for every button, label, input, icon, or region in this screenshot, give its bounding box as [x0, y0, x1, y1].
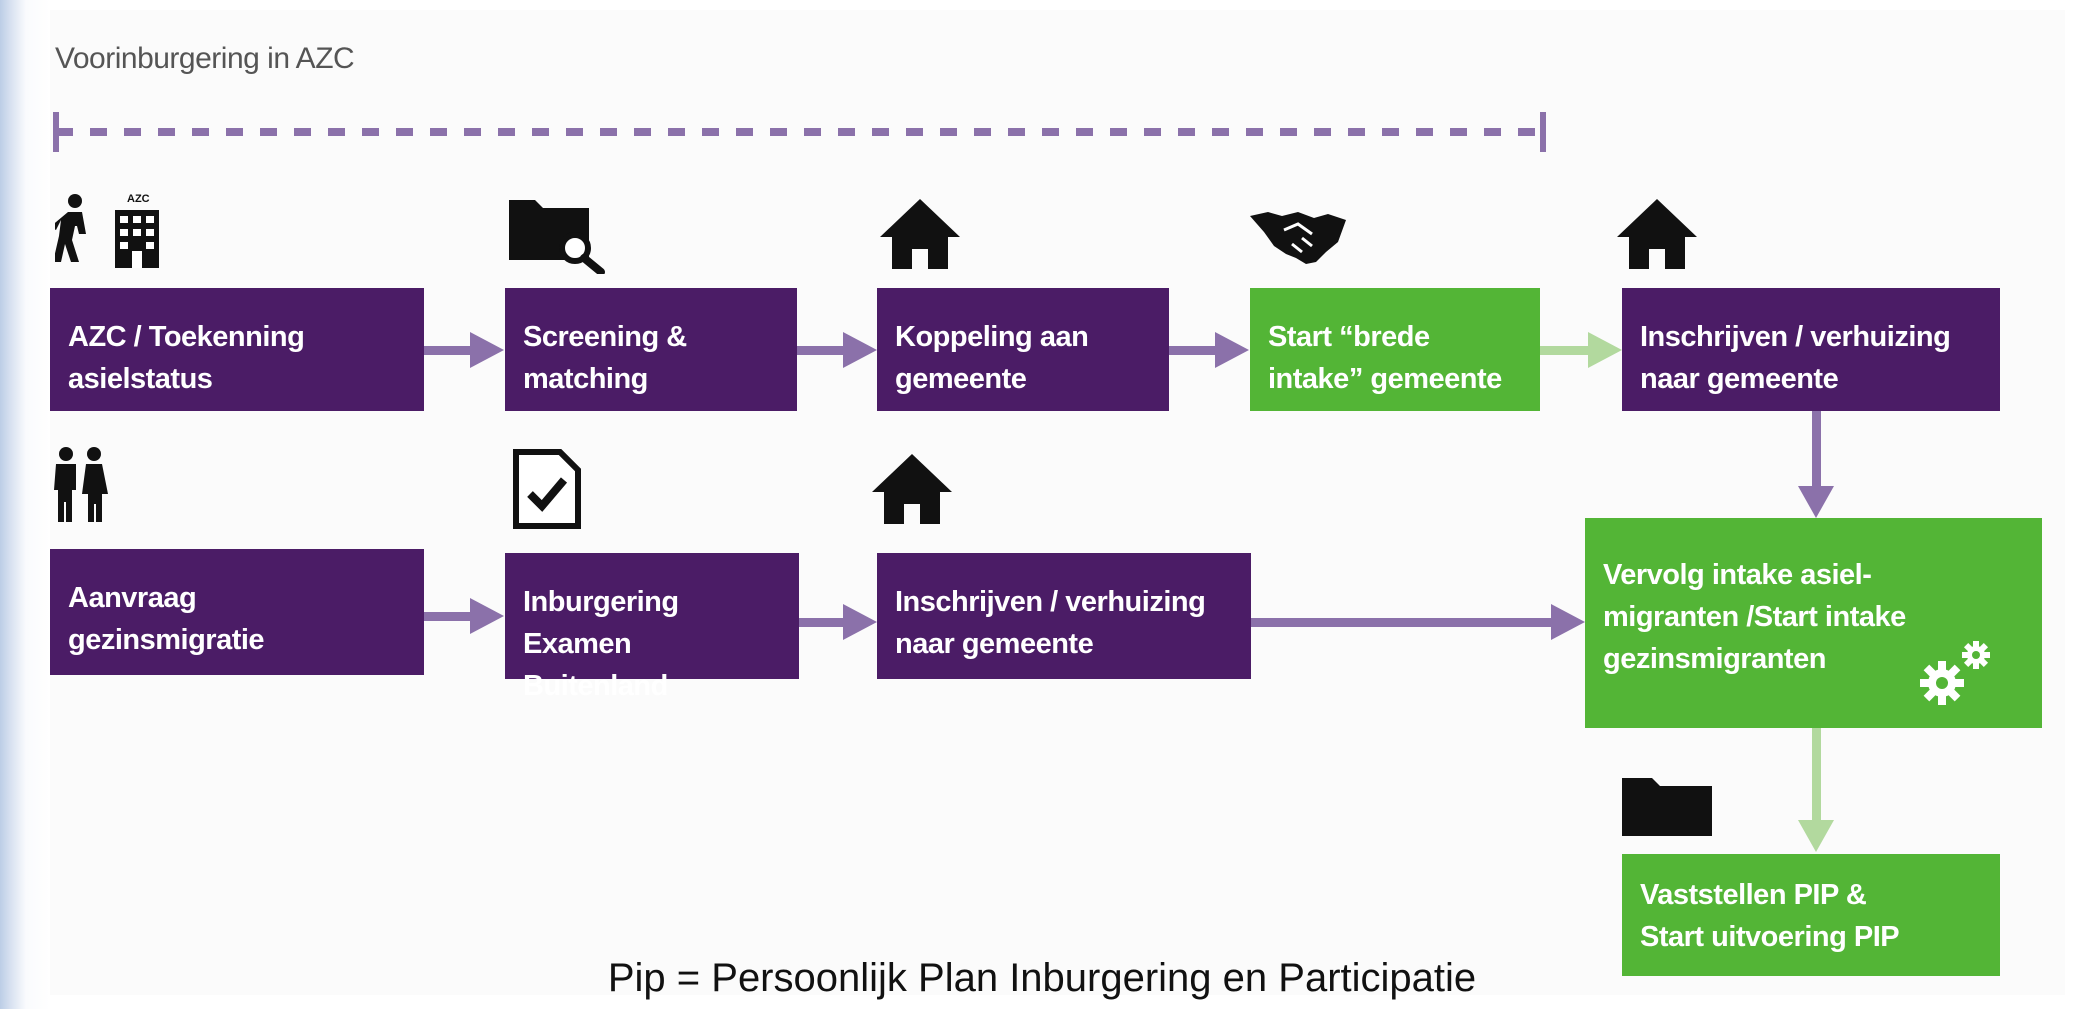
step-label: Inschrijven / verhuizing naar gemeente [1640, 321, 1951, 395]
step-label: Start “brede intake” gemeente [1268, 321, 1502, 395]
house-icon [872, 454, 952, 524]
timeline-dashed-bar [56, 128, 1544, 136]
arrow-line [1169, 346, 1219, 355]
arrow-line [1812, 728, 1821, 824]
step-inschrijven-verhuizing-2: Inschrijven / verhuizing naar gemeente [877, 553, 1251, 679]
step-aanvraag-gezinsmigratie: Aanvraag gezinsmigratie [50, 549, 424, 675]
step-vaststellen-pip: Vaststellen PIP & Start uitvoering PIP [1622, 854, 2000, 976]
folder-icon [1622, 778, 1712, 836]
house-icon [1617, 199, 1697, 269]
step-label: Screening & matching [523, 321, 687, 395]
step-label: Koppeling aan gemeente [895, 321, 1089, 395]
arrow-head [470, 332, 504, 368]
step-vervolg-intake: Vervolg intake asiel- migranten /Start i… [1585, 518, 2042, 728]
step-label: AZC / Toekenning asielstatus [68, 321, 305, 395]
arrow-line [424, 612, 476, 621]
diagram-title: Voorinburgering in AZC [55, 42, 355, 75]
step-azc-toekenning: AZC / Toekenning asielstatus [50, 288, 424, 411]
checklist-icon [513, 449, 581, 529]
step-label: Inschrijven / verhuizing naar gemeente [895, 586, 1206, 660]
step-inschrijven-verhuizing: Inschrijven / verhuizing naar gemeente [1622, 288, 2000, 411]
arrow-line [424, 346, 476, 355]
step-label: Inburgering Examen Buitenland [523, 586, 679, 702]
arrow-line [799, 618, 847, 627]
step-label: Aanvraag gezinsmigratie [68, 582, 265, 656]
arrow-line [1812, 411, 1821, 489]
diagram-panel [50, 10, 2065, 995]
person-walking-azc-icon: AZC [55, 193, 159, 268]
arrow-head [470, 598, 504, 634]
timeline-end-tick [1540, 112, 1546, 152]
step-koppeling-gemeente: Koppeling aan gemeente [877, 288, 1169, 411]
arrow-head [1798, 486, 1834, 518]
gears-icon [1920, 641, 1990, 705]
step-label: Vervolg intake asiel- migranten /Start i… [1603, 559, 1906, 675]
arrow-head [1588, 332, 1622, 368]
arrow-line [797, 346, 847, 355]
arrow-head [1215, 332, 1249, 368]
arrow-head [843, 604, 877, 640]
step-start-brede-intake: Start “brede intake” gemeente [1250, 288, 1540, 411]
arrow-line [1251, 618, 1553, 627]
step-screening-matching: Screening & matching [505, 288, 797, 411]
step-inburgering-examen: Inburgering Examen Buitenland [505, 553, 799, 702]
footnote: Pip = Persoonlijk Plan Inburgering en Pa… [607, 956, 1477, 1000]
arrow-line [1540, 346, 1590, 355]
handshake-icon [1250, 212, 1346, 264]
folder-search-icon [509, 200, 605, 274]
step-label: Vaststellen PIP & Start uitvoering PIP [1640, 879, 1900, 953]
arrow-head [843, 332, 877, 368]
arrow-head [1551, 604, 1585, 640]
family-icon [54, 447, 108, 522]
house-icon [880, 199, 960, 269]
arrow-head [1798, 820, 1834, 852]
svg-text:AZC: AZC [127, 193, 150, 205]
